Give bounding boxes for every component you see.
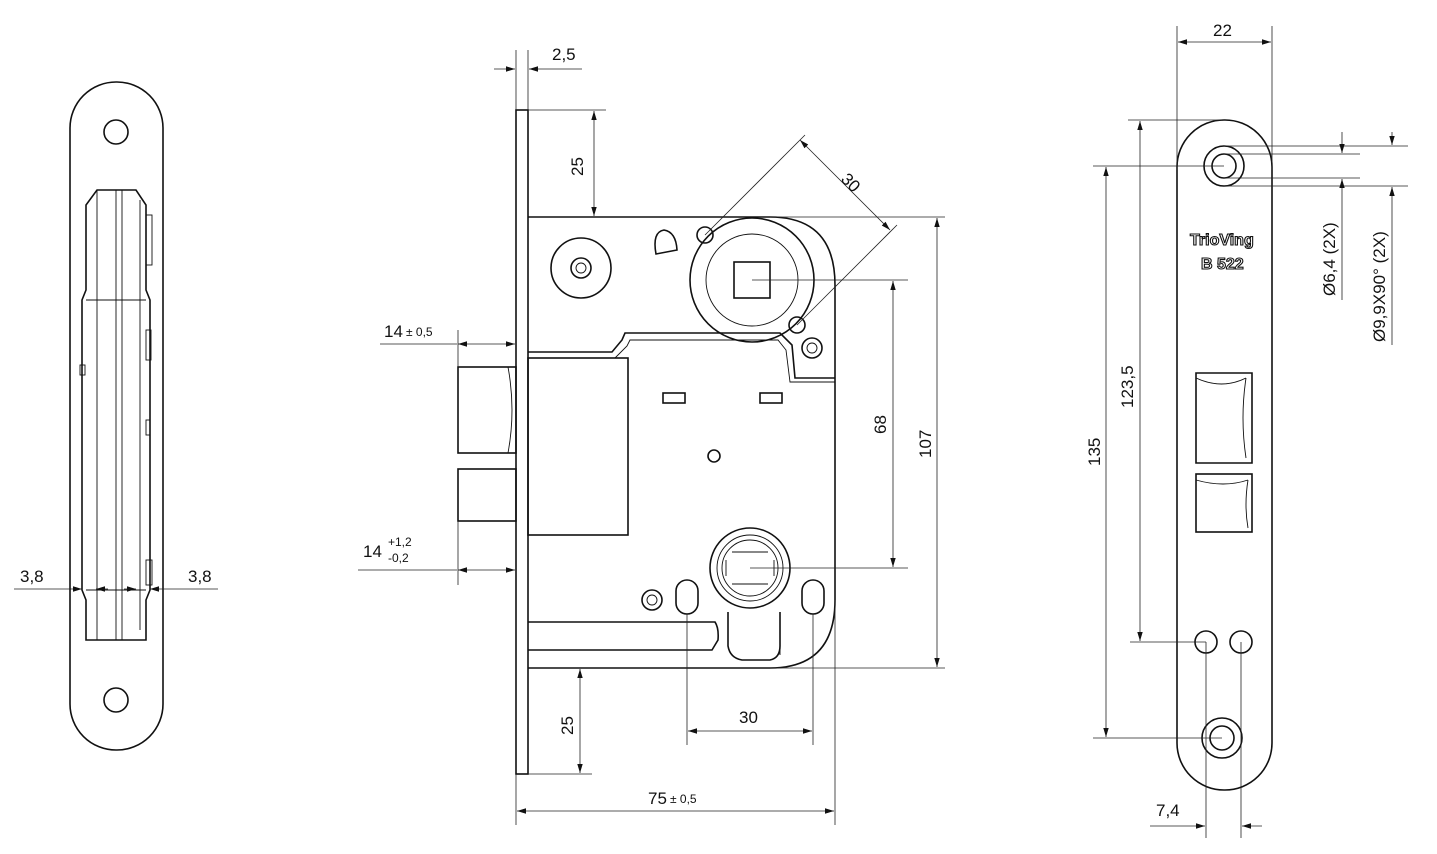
dim-latch-projection: 14 [384,322,403,341]
brand-logo: TrioVing [1190,232,1254,249]
side-dim-right: 3,8 [188,567,212,586]
dim-bottom-offset: 25 [558,716,577,735]
dim-bolt-tol-lower: -0,2 [388,551,409,565]
dim-backset: 75 [648,789,667,808]
bolt-opening [1195,473,1253,533]
dim-spindle-to-cylinder: 68 [871,415,890,434]
dim-bolt-projection: 14 [363,542,382,561]
side-faceplate-outline [69,81,164,751]
dim-faceplate-width: 22 [1213,21,1232,40]
pin-top [696,226,714,244]
dim-angle-dist: 30 [837,169,864,196]
slot-left [662,392,686,404]
dim-cylinder-to-hole: 30 [739,708,758,727]
side-dim-left: 3,8 [20,567,44,586]
dim-countersink: Ø9,9X90° (2X) [1370,231,1389,342]
faceplate-view: TrioVing B 522 22 123,5 135 [1085,21,1408,838]
side-view: 3,8 3,8 [14,81,218,751]
d-marker [654,229,678,255]
oval-hole-right [801,579,825,615]
latch-bolt [457,366,517,454]
pin-mid [788,316,806,334]
dim-backset-tolerance: ± 0,5 [670,792,697,806]
slot-right [759,392,783,404]
dim-case-height: 107 [916,430,935,458]
dim-bolt-tol-upper: +1,2 [388,535,412,549]
dim-latch-tolerance: ± 0,5 [406,325,433,339]
lock-case-outline [528,216,836,669]
dead-bolt [457,468,517,522]
dim-hole-pitch: 123,5 [1118,365,1137,408]
front-view: 2,5 25 30 68 107 30 25 14 ± 0,5 [358,45,945,825]
dim-forend-thickness: 2,5 [552,45,576,64]
side-top-hole [103,119,129,145]
dim-top-offset: 25 [568,157,587,176]
side-bottom-hole [103,687,129,713]
rivet-top-left [550,237,612,299]
case-inner-contour [528,332,835,379]
model-label: B 522 [1201,256,1244,273]
faceplate-outline [1176,119,1273,791]
dim-hole-diameter: Ø6,4 (2X) [1320,222,1339,296]
center-pin [707,449,721,463]
dim-plate-height: 135 [1085,438,1104,466]
dim-hole-spacing: 7,4 [1156,801,1180,820]
forend-plate [515,109,529,775]
oval-hole-left [675,579,699,615]
latch-opening [1195,372,1253,464]
